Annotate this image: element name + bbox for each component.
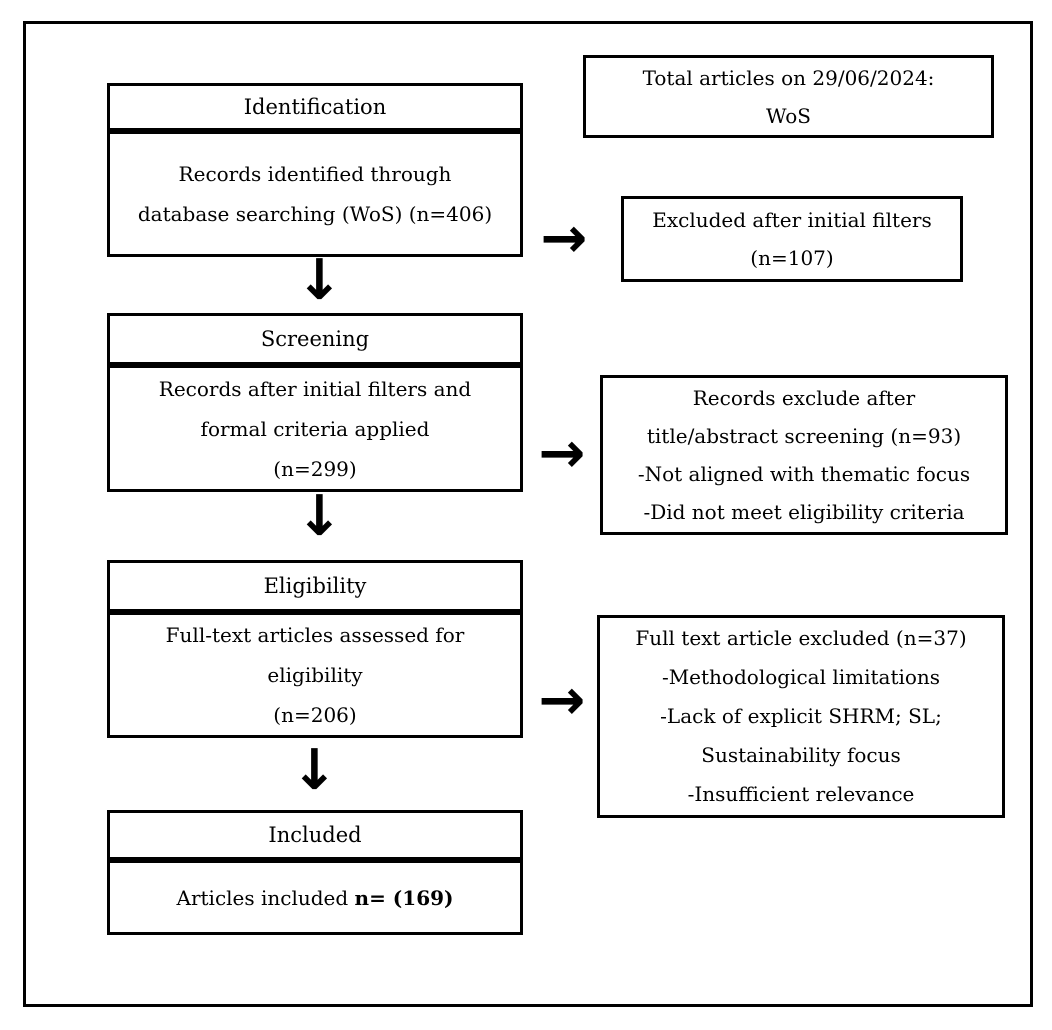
text-line: (n=206) bbox=[273, 703, 357, 727]
side-box-excluded-initial-filters: Excluded after initial filters (n=107) bbox=[621, 196, 963, 282]
stage-identification-header: Identification bbox=[107, 83, 523, 131]
text-line: formal criteria applied bbox=[200, 416, 430, 441]
text-line: -Methodological limitations bbox=[661, 665, 941, 689]
text-line: Records exclude after bbox=[692, 386, 916, 410]
side-box-excluded-fulltext: Full text article excluded (n=37) -Metho… bbox=[597, 615, 1005, 818]
stage-included-body: Articles included n= (169) bbox=[107, 860, 523, 935]
side-box-excluded-screening: Records exclude after title/abstract scr… bbox=[600, 375, 1008, 535]
included-count-value: n= (169) bbox=[354, 885, 454, 910]
stage-eligibility-header: Eligibility bbox=[107, 560, 523, 612]
text-line: -Insufficient relevance bbox=[687, 782, 915, 806]
stage-eligibility-body: Full-text articles assessed for eligibil… bbox=[107, 612, 523, 738]
arrow-right-eligibility-to-excluded-icon: → bbox=[538, 668, 586, 733]
stage-screening-body: Records after initial filters and formal… bbox=[107, 365, 523, 492]
stage-screening: Screening Records after initial filters … bbox=[107, 313, 523, 492]
side-box-total-articles: Total articles on 29/06/2024: WoS bbox=[583, 55, 994, 138]
diagram-outer-border bbox=[23, 21, 1033, 1007]
text-line: Total articles on 29/06/2024: bbox=[642, 65, 935, 90]
text-line: database searching (WoS) (n=406) bbox=[137, 202, 493, 226]
arrow-down-eligibility-to-included-icon: ↓ bbox=[291, 738, 338, 803]
text-line: Records identified through bbox=[178, 162, 452, 186]
arrow-right-screening-to-excluded-icon: → bbox=[538, 421, 586, 486]
arrow-down-screening-to-eligibility-icon: ↓ bbox=[296, 484, 343, 549]
text-line: Full text article excluded (n=37) bbox=[635, 626, 967, 650]
text-line: Records after initial filters and bbox=[158, 376, 472, 401]
text-line: Sustainability focus bbox=[701, 743, 901, 767]
text-line: Full-text articles assessed for bbox=[165, 623, 465, 647]
text-line: -Did not meet eligibility criteria bbox=[643, 500, 965, 524]
stage-identification-title: Identification bbox=[243, 95, 387, 119]
stage-included-header: Included bbox=[107, 810, 523, 860]
text-line: -Not aligned with thematic focus bbox=[637, 462, 971, 486]
text-line: (n=299) bbox=[273, 456, 357, 481]
text-line: (n=107) bbox=[750, 246, 834, 270]
stage-screening-title: Screening bbox=[260, 327, 370, 351]
stage-screening-header: Screening bbox=[107, 313, 523, 365]
stage-identification-body: Records identified through database sear… bbox=[107, 131, 523, 257]
text-line: WoS bbox=[766, 103, 811, 128]
stage-included-title: Included bbox=[268, 823, 362, 847]
text-line: Excluded after initial filters bbox=[652, 208, 932, 232]
stage-included: Included Articles included n= (169) bbox=[107, 810, 523, 935]
text-line: -Lack of explicit SHRM; SL; bbox=[660, 704, 942, 728]
text-line: eligibility bbox=[267, 663, 363, 687]
stage-eligibility-title: Eligibility bbox=[263, 574, 367, 598]
text-line: Articles included n= (169) bbox=[177, 878, 454, 918]
text-line: title/abstract screening (n=93) bbox=[646, 424, 962, 448]
arrow-right-identification-to-excluded-icon: → bbox=[540, 206, 588, 271]
arrow-down-identification-to-screening-icon: ↓ bbox=[296, 248, 343, 313]
included-count-prefix: Articles included bbox=[176, 885, 355, 910]
stage-eligibility: Eligibility Full-text articles assessed … bbox=[107, 560, 523, 738]
stage-identification: Identification Records identified throug… bbox=[107, 83, 523, 257]
